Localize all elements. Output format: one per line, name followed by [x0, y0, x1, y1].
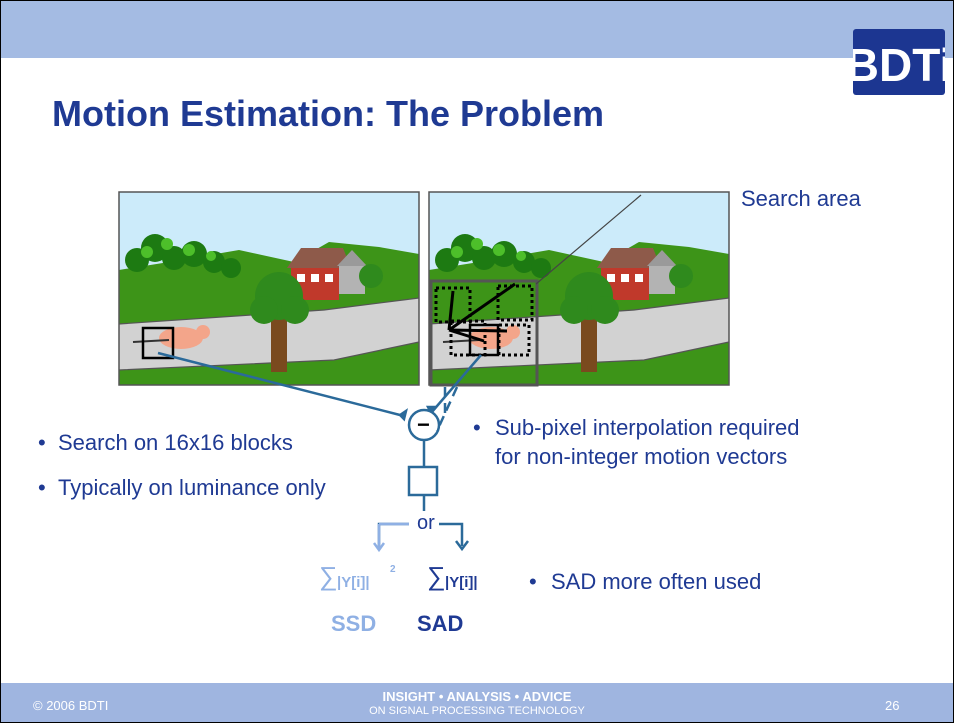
- ssd-label: SSD: [331, 611, 377, 636]
- slide-title: Motion Estimation: The Problem: [52, 93, 605, 134]
- minus-sign: −: [417, 412, 430, 437]
- ssd-exponent: 2: [390, 564, 396, 575]
- search-area-label: Search area: [741, 186, 861, 211]
- footer-tagline: INSIGHT • ANALYSIS • ADVICE: [382, 689, 572, 704]
- sad-sum-symbol: ∑: [427, 561, 446, 591]
- bullet-marker: •: [38, 475, 46, 500]
- footer: © 2006 BDTI INSIGHT • ANALYSIS • ADVICE …: [1, 683, 953, 722]
- current-frame: [428, 191, 730, 387]
- bdti-logo: BDTi: [853, 29, 945, 95]
- bullet-marker: •: [529, 569, 537, 594]
- footer-subtagline: ON SIGNAL PROCESSING TECHNOLOGY: [369, 705, 585, 717]
- svg-text:BDTi: BDTi: [853, 39, 945, 91]
- sad-note: SAD more often used: [551, 569, 762, 594]
- sad-label: SAD: [417, 611, 464, 636]
- sad-expression: |Y[i]|: [445, 574, 478, 591]
- ssd-expression: |Y[i]|: [337, 574, 370, 591]
- bullet-luminance: Typically on luminance only: [58, 475, 326, 500]
- copyright: © 2006 BDTI: [33, 698, 109, 713]
- ssd-sum-symbol: ∑: [319, 561, 338, 591]
- bullet-subpixel-line2: for non-integer motion vectors: [495, 444, 788, 469]
- header-band: [1, 1, 953, 58]
- bullet-marker: •: [38, 430, 46, 455]
- bullet-subpixel-line1: Sub-pixel interpolation required: [495, 415, 800, 440]
- page-number: 26: [885, 698, 900, 713]
- or-label: or: [414, 511, 438, 535]
- reference-frame: [118, 191, 420, 386]
- bullet-marker: •: [473, 415, 481, 440]
- bullet-search-blocks: Search on 16x16 blocks: [58, 430, 293, 455]
